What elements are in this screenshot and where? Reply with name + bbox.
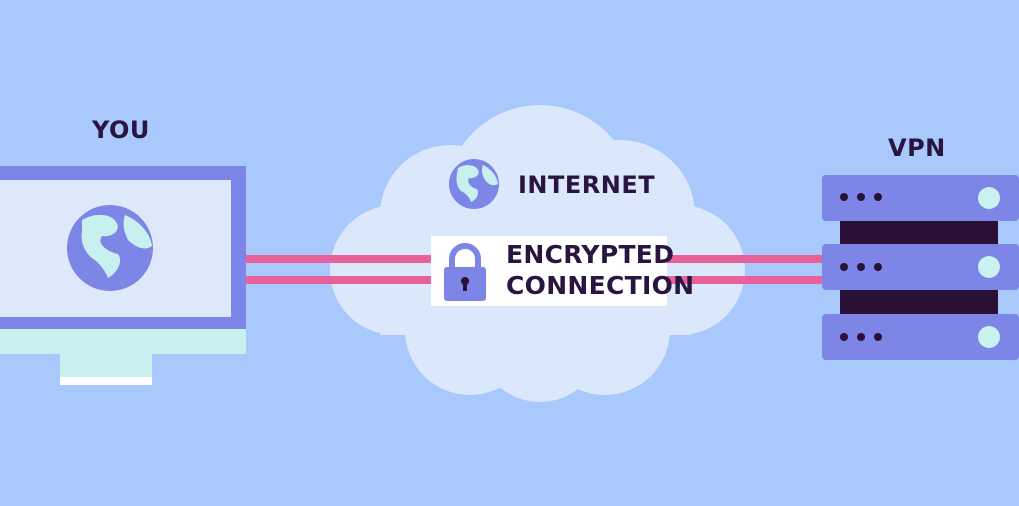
internet-label: INTERNET: [518, 171, 656, 199]
screen-globe-icon: [67, 205, 153, 291]
server-unit-middle: [822, 244, 1019, 290]
encrypted-tunnel: [246, 255, 822, 284]
padlock-icon: [444, 243, 486, 301]
you-label: YOU: [92, 116, 150, 144]
server-unit-top: [822, 175, 1019, 221]
internet-globe-icon: [449, 159, 499, 209]
connection-label: CONNECTION: [506, 271, 695, 300]
encrypted-connection-box: [431, 236, 667, 306]
encrypted-label: ENCRYPTED: [506, 240, 675, 269]
vpn-label: VPN: [888, 134, 946, 162]
server-rack-icon: [822, 175, 1019, 360]
server-unit-bottom: [822, 314, 1019, 360]
